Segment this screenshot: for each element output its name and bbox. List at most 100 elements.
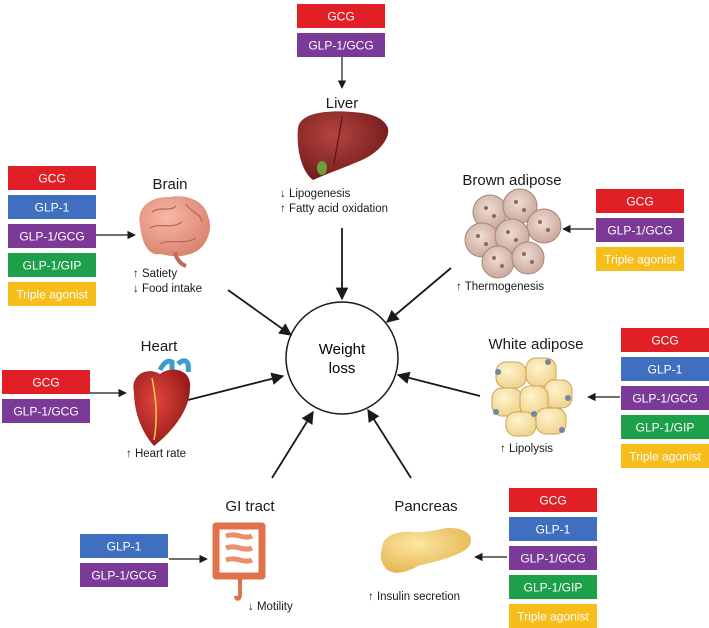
agonist-box: GLP-1/GCG [80,563,168,587]
agonist-box: GLP-1/GCG [8,224,96,248]
agonist-label: Triple agonist [16,288,88,302]
agonist-box-bg [621,357,709,381]
center-label-line2: loss [329,360,356,377]
agonist-label: GLP-1 [107,540,142,554]
agonist-box-bg [8,195,96,219]
agonist-box-bg [509,517,597,541]
agonist-box-bg [2,399,90,423]
liver-effect: ↓ Lipogenesis [280,188,351,200]
agonist-label: GLP-1/GCG [91,569,156,583]
center-label-line1: Weight [319,341,366,358]
agonist-label: Triple agonist [629,450,701,464]
heart-icon [133,358,191,446]
heart-agonist-list: GCG GLP-1/GCG [2,370,90,423]
agonist-box-bg [621,328,709,352]
agonist-box: GLP-1/GIP [621,415,709,439]
gi-to-center-arrow [271,410,314,479]
agonist-box: GLP-1/GCG [297,33,385,57]
liver-icon [297,111,389,180]
agonist-label: GLP-1/GCG [13,405,78,419]
agonist-box: GLP-1 [80,534,168,558]
heart-title: Heart [141,338,179,355]
agonist-box: GLP-1/GCG [2,399,90,423]
agonist-box: GLP-1/GCG [596,218,684,242]
agonist-box-bg [596,247,684,271]
agonist-box-bg [80,563,168,587]
white-adipose-to-center-arrow [396,371,481,397]
agonist-label: GLP-1/GCG [308,39,373,53]
agonist-box: GCG [2,370,90,394]
agonist-box: GLP-1 [509,517,597,541]
agonist-label: GCG [626,195,653,209]
agonist-box-bg [596,218,684,242]
gi-tract-title: GI tract [225,498,275,515]
weight-loss-node: Weight loss [285,301,399,415]
agonist-box: GCG [621,328,709,352]
agonist-box: GLP-1/GCG [621,386,709,410]
agonist-box-bg [2,370,90,394]
brown-adipose-to-center-arrow [386,267,452,323]
agonist-box: Triple agonist [596,247,684,271]
agonist-box: Triple agonist [509,604,597,628]
heart-effect: ↑ Heart rate [126,448,186,460]
agonist-box-bg [8,166,96,190]
agonist-box-bg [621,386,709,410]
agonist-box-bg [596,189,684,213]
agonist-box-bg [297,33,385,57]
agonist-label: GLP-1/GCG [19,230,84,244]
agonist-box: GLP-1/GIP [509,575,597,599]
brain-title: Brain [152,176,187,193]
agonist-box: Triple agonist [8,282,96,306]
agonist-box-bg [509,546,597,570]
agonist-box-bg [8,282,96,306]
agonist-boxes: GCGGLP-1/GCGGCGGLP-1GLP-1/GCGGLP-1/GIPTr… [2,4,709,628]
pancreas-to-center-arrow [367,408,412,479]
agonist-box-bg [509,488,597,512]
agonist-arrows [90,56,620,564]
brown-adipose-agonist-list: GCG GLP-1/GCG Triple agonist [596,189,684,271]
agonist-label: GCG [539,494,566,508]
liver-agonist-list: GCG GLP-1/GCG [297,4,385,57]
agonist-label: GLP-1/GCG [607,224,672,238]
agonist-box-bg [621,415,709,439]
brain-effect: ↓ Food intake [133,283,202,295]
agonist-label: GCG [651,334,678,348]
agonist-box: GLP-1 [8,195,96,219]
agonist-label: GLP-1 [536,523,571,537]
white-adipose-effect: ↑ Lipolysis [500,443,553,455]
liver-title: Liver [326,95,359,112]
agonist-label: Triple agonist [604,253,676,267]
white-adipose-icon [491,357,573,437]
agonist-box: GCG [596,189,684,213]
agonist-box: GCG [297,4,385,28]
agonist-box-bg [8,224,96,248]
brain-icon [139,196,210,268]
pancreas-icon [380,528,471,573]
heart-to-center-arrow [187,372,285,401]
agonist-box-bg [509,604,597,628]
brain-effect: ↑ Satiety [133,268,177,280]
agonist-box: GLP-1 [621,357,709,381]
agonist-label: GLP-1/GIP [23,259,82,273]
gi-tract-effect: ↓ Motility [248,601,293,613]
white-adipose-title: White adipose [488,336,583,353]
agonist-label: GLP-1/GIP [524,581,583,595]
brown-adipose-title: Brown adipose [462,172,561,189]
organ-arrows [187,228,481,479]
agonist-box: GCG [8,166,96,190]
agonist-box-bg [297,4,385,28]
brain-to-center-arrow [227,289,293,336]
pancreas-title: Pancreas [394,498,457,515]
agonist-box: Triple agonist [621,444,709,468]
agonist-label: GCG [327,10,354,24]
agonist-label: Triple agonist [517,610,589,624]
agonist-box-bg [621,444,709,468]
agonist-box: GLP-1/GIP [8,253,96,277]
agonist-box-bg [8,253,96,277]
brown-adipose-icon [464,188,562,279]
agonist-box: GLP-1/GCG [509,546,597,570]
